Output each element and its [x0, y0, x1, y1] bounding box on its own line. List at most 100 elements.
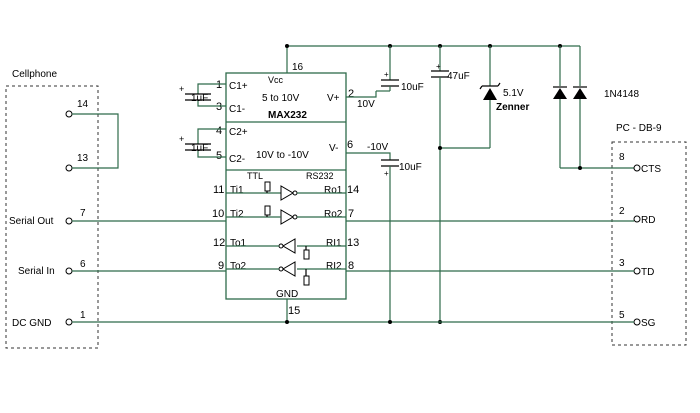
- vminus-cap-polarity: +: [384, 169, 389, 178]
- driver1-buffer: [280, 185, 294, 201]
- ic-ri1-pin: 13: [347, 237, 359, 249]
- ic-ro1-pin: 14: [347, 184, 359, 196]
- c2-polarity-mark: +: [179, 134, 184, 144]
- pc-pin-rd-num: 2: [619, 206, 625, 217]
- ic-c1p-pin: 1: [216, 79, 222, 91]
- receiver1-pulldown-resistor: [303, 249, 310, 260]
- dc-gnd-pin: 1: [80, 310, 86, 321]
- ic-vminus-pin: 6: [347, 139, 353, 151]
- receiver2-buffer: [282, 261, 296, 277]
- junction-dot: [578, 166, 582, 170]
- pc-pin-cts-num: 8: [619, 152, 625, 163]
- junction-dot: [285, 320, 289, 324]
- zener-diode-symbol: [483, 88, 497, 100]
- ic-c2m-label: C2-: [229, 154, 245, 165]
- driver1-pullup-resistor: [264, 181, 271, 192]
- driver2-buffer: [280, 209, 294, 225]
- receiver2-inverter-bubble: [278, 266, 284, 272]
- c1-label: 1uF: [191, 93, 208, 104]
- receiver2-pulldown-resistor: [303, 275, 310, 286]
- cell-pin-13-num: 13: [77, 153, 89, 164]
- junction-dot: [438, 146, 442, 150]
- pc-pin-sg: [633, 318, 641, 326]
- vplus-cap-polarity: +: [384, 70, 389, 79]
- ic-ro2-label: Ro2: [324, 209, 343, 220]
- ic-to1-pin: 12: [213, 237, 225, 249]
- junction-dot: [285, 44, 289, 48]
- ic-to2-pin: 9: [218, 260, 224, 272]
- ic-ti2-pin: 10: [212, 208, 224, 220]
- vplus-wires: [346, 46, 391, 98]
- receiver1-inverter-bubble: [278, 243, 284, 249]
- cell-pin-14: [65, 110, 73, 118]
- cellphone-title: Cellphone: [12, 69, 57, 80]
- ic-ro2-pin: 7: [348, 208, 354, 220]
- ic-c1m-label: C1-: [229, 104, 245, 115]
- ic-c1p-label: C1+: [229, 81, 248, 92]
- ic-ro1-label: Ro1: [324, 185, 343, 196]
- cell-pin-14-num: 14: [77, 99, 89, 110]
- vminus-voltage: -10V: [367, 142, 388, 153]
- ic-vplus-label: V+: [327, 93, 340, 104]
- zener-voltage: 5.1V: [503, 88, 524, 99]
- ic-ttl-label: TTL: [247, 171, 263, 181]
- cell-pin-serial-out: [65, 217, 73, 225]
- ic-name: MAX232: [268, 110, 307, 121]
- cell-pin-13: [65, 164, 73, 172]
- receiver1-buffer: [282, 238, 296, 254]
- ic-c2m-pin: 5: [216, 150, 222, 162]
- c2-wires: [197, 128, 226, 158]
- ic-to1-label: To1: [230, 238, 247, 249]
- ic-vcc-pin: 16: [292, 62, 304, 73]
- cell-pin-dc-gnd: [65, 318, 73, 326]
- pc-connector-box: [611, 141, 687, 346]
- dc-gnd-label: DC GND: [12, 318, 51, 329]
- ic-vplus-pin: 2: [348, 88, 354, 100]
- vminus-wires: [346, 152, 391, 322]
- serial-out-label: Serial Out: [9, 216, 54, 227]
- ic-ti2-label: Ti2: [230, 209, 244, 220]
- c47-polarity: +: [436, 62, 441, 71]
- ic-c2p-label: C2+: [229, 127, 248, 138]
- serial-in-pin: 6: [80, 259, 86, 270]
- c1-polarity-mark: +: [179, 84, 184, 94]
- ic-rs232-label: RS232: [306, 171, 334, 181]
- ic-ri1-label: RI1: [326, 238, 342, 249]
- driver2-pullup-resistor: [264, 205, 271, 216]
- pc-pin-td: [633, 267, 641, 275]
- ic-range-2: 10V to -10V: [256, 150, 309, 161]
- serial-out-pin: 7: [80, 208, 86, 219]
- pc-pin-cts-label: CTS: [641, 164, 661, 175]
- ic-gnd-label: GND: [276, 289, 298, 300]
- pc-pin-sg-label: SG: [641, 318, 656, 329]
- zener-label: Zenner: [496, 102, 529, 113]
- c1-wires: [197, 83, 226, 107]
- ic-ti1-label: Ti1: [230, 185, 244, 196]
- pc-pin-sg-num: 5: [619, 310, 625, 321]
- ic-to2-label: To2: [230, 261, 247, 272]
- cell-pin-serial-in: [65, 267, 73, 275]
- ic-vminus-label: V-: [329, 143, 338, 154]
- c47-label: 47uF: [447, 71, 470, 82]
- pc-pin-rd: [633, 215, 641, 223]
- diode1-symbol: [553, 88, 567, 99]
- ic-ri2-pin: 8: [348, 260, 354, 272]
- cellphone-connector-box: [5, 85, 99, 349]
- pc-pin-td-label: TD: [641, 267, 654, 278]
- c2-label: 1uF: [191, 143, 208, 154]
- ic-ti1-pin: 11: [213, 184, 224, 196]
- driver1-inverter-bubble: [292, 190, 298, 196]
- ic-ri2-label: RI2: [326, 261, 342, 272]
- pc-pin-td-num: 3: [619, 258, 625, 269]
- pc-pin-rd-label: RD: [641, 215, 655, 226]
- ic-gnd-pin: 15: [288, 305, 300, 317]
- zener-bar: [479, 82, 501, 90]
- driver2-inverter-bubble: [292, 214, 298, 220]
- max232-ic-body: [225, 72, 347, 300]
- serial-in-label: Serial In: [18, 266, 55, 277]
- vplus-cap-label: 10uF: [401, 82, 424, 93]
- junction-dot: [388, 320, 392, 324]
- ic-vcc-label: Vcc: [268, 75, 284, 85]
- ic-range-1: 5 to 10V: [262, 93, 300, 104]
